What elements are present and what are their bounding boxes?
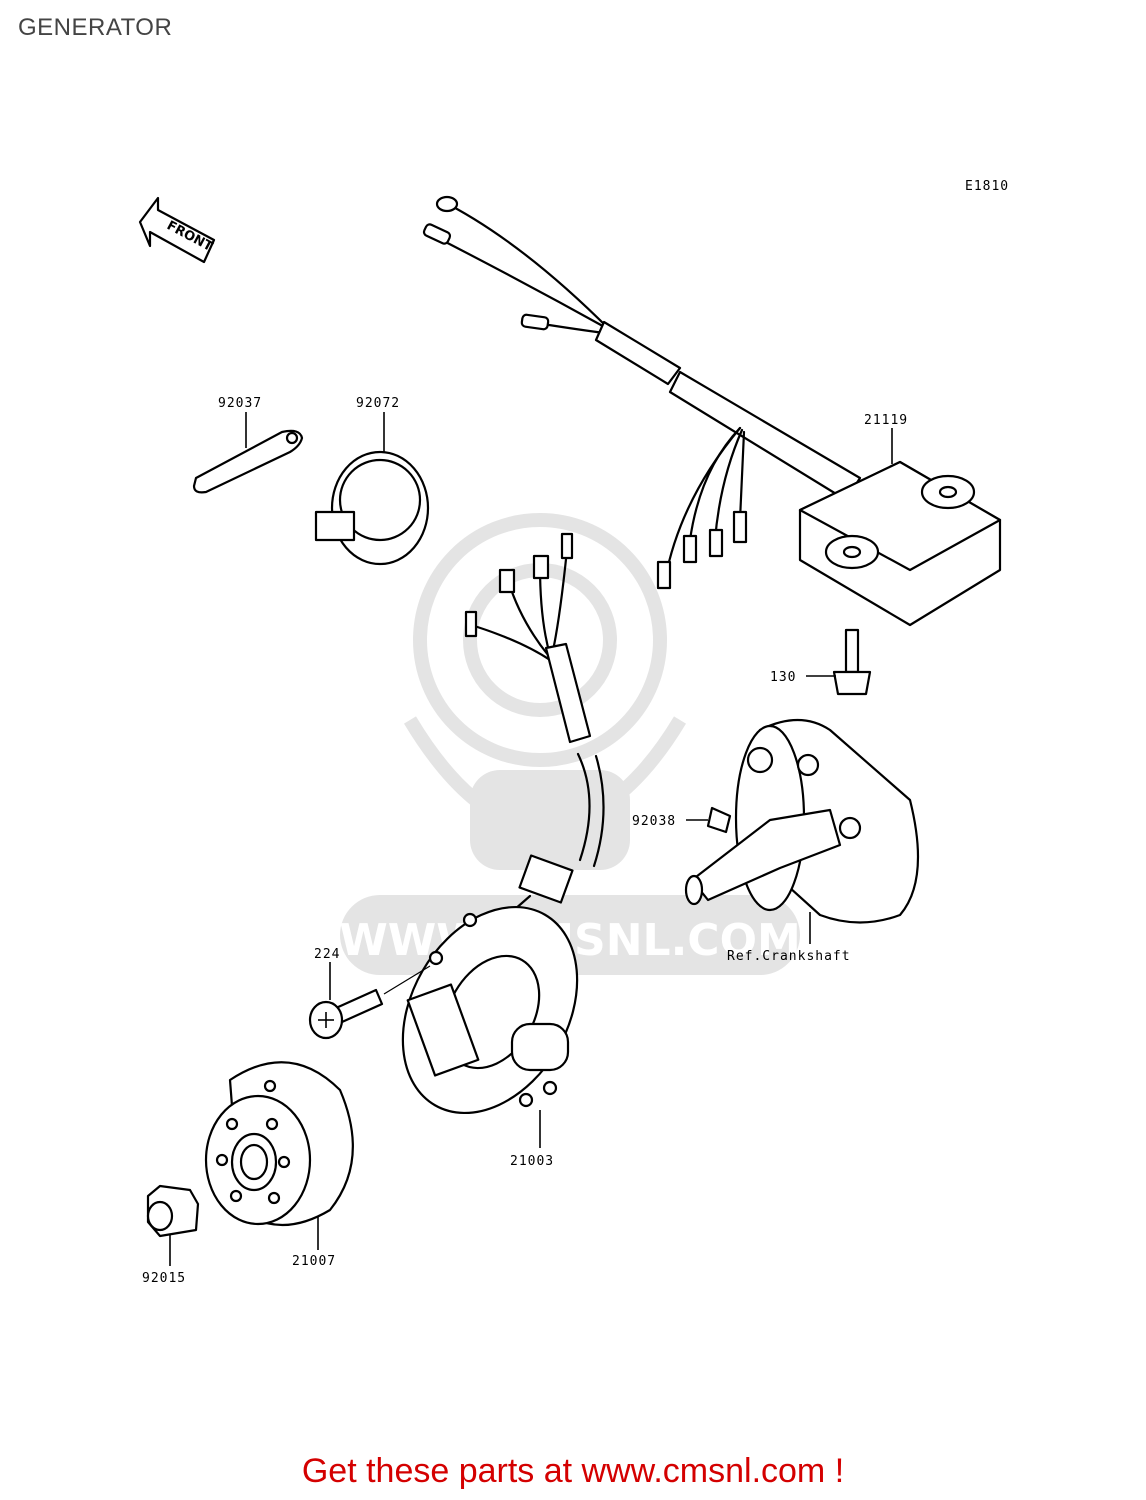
part-21119-cdi-unit xyxy=(422,195,1002,627)
part-21003-stator xyxy=(401,532,605,1115)
footer-cta-link[interactable]: Get these parts at www.cmsnl.com ! xyxy=(301,1452,845,1490)
diagram-code: E1810 xyxy=(965,179,1009,194)
front-arrow-icon: FRONT xyxy=(138,196,215,264)
label-224: 224 xyxy=(314,947,340,962)
label-92072: 92072 xyxy=(356,396,400,411)
part-92015-nut xyxy=(146,1184,200,1238)
label-21003: 21003 xyxy=(510,1154,554,1169)
part-92072-band xyxy=(314,450,430,566)
label-ref-crankshaft: Ref.Crankshaft xyxy=(727,949,851,964)
label-92015: 92015 xyxy=(142,1271,186,1286)
part-crankshaft xyxy=(684,719,920,924)
label-21119: 21119 xyxy=(864,413,908,428)
part-92037-clamp xyxy=(192,429,304,494)
label-21007: 21007 xyxy=(292,1254,336,1269)
watermark-logo: WWW.CMSNL.COM xyxy=(339,513,801,975)
label-130: 130 xyxy=(770,670,796,685)
page-title: GENERATOR xyxy=(18,14,173,41)
parts-diagram: WWW.CMSNL.COM E1810 FRONT 92037 92072 xyxy=(138,179,1009,1286)
part-21007-rotor xyxy=(204,1061,354,1226)
label-92038: 92038 xyxy=(632,814,676,829)
part-130-bolt xyxy=(832,628,872,696)
label-92037: 92037 xyxy=(218,396,262,411)
part-224-screw xyxy=(308,965,431,1040)
